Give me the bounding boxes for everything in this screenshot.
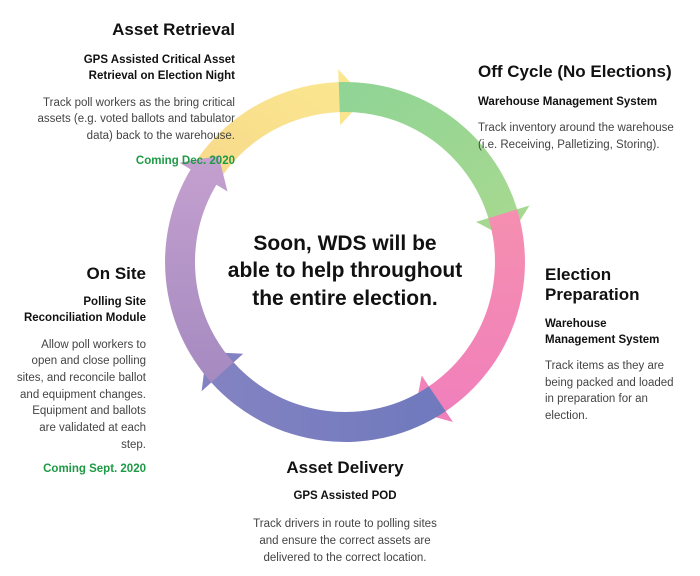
asset-delivery-title: Asset Delivery: [286, 458, 404, 477]
on-site-subtitle-2: Reconciliation Module: [23, 312, 146, 325]
on-site-body-5: Equipment and ballots: [32, 405, 146, 418]
on-site-body-6: are validated at each: [39, 421, 146, 434]
on-site-body-4: and equipment changes.: [20, 388, 146, 401]
center-message: Soon, WDS will be able to help throughou…: [200, 230, 490, 312]
on-site-body-2: open and close polling: [31, 355, 146, 368]
asset-retrieval-coming: Coming Dec. 2020: [135, 154, 235, 167]
on-site-body-3: sites, and reconcile ballot: [16, 371, 146, 384]
election-prep-body-3: in preparation for an: [545, 393, 648, 406]
on-site-arrow: [165, 155, 234, 383]
off-cycle-arrow: [338, 81, 530, 239]
asset-delivery-block: Asset Delivery GPS Assisted POD Track dr…: [200, 458, 490, 567]
on-site-coming: Coming Sept. 2020: [43, 463, 146, 476]
off-cycle-block: Off Cycle (No Elections) Warehouse Manag…: [478, 62, 693, 154]
off-cycle-body-2: (i.e. Receiving, Palletizing, Storing).: [478, 139, 660, 152]
asset-retrieval-subtitle-2: Retrieval on Election Night: [88, 70, 235, 83]
asset-delivery-arrow: [201, 351, 446, 442]
election-prep-body-1: Track items as they are: [545, 359, 665, 372]
asset-retrieval-block: Asset Retrieval GPS Assisted Critical As…: [10, 20, 235, 167]
election-prep-title-2: Preparation: [545, 285, 640, 305]
election-prep-block: Election Preparation Warehouse Managemen…: [545, 265, 695, 425]
center-line-3: the entire election.: [252, 286, 438, 310]
election-prep-subtitle-2: Management System: [545, 333, 660, 346]
on-site-body-1: Allow poll workers to: [41, 338, 146, 351]
asset-retrieval-body-1: Track poll workers as the bring critical: [43, 96, 235, 109]
center-line-1: Soon, WDS will be: [253, 232, 437, 255]
asset-retrieval-body-2: assets (e.g. voted ballots and tabulator: [37, 113, 235, 126]
on-site-title: On Site: [86, 264, 146, 283]
off-cycle-subtitle: Warehouse Management System: [478, 96, 658, 109]
asset-retrieval-body-3: data) back to the warehouse.: [86, 129, 235, 142]
off-cycle-body-1: Track inventory around the warehouse: [478, 122, 674, 135]
off-cycle-title: Off Cycle (No Elections): [478, 62, 672, 81]
center-line-2: able to help throughout: [227, 259, 463, 283]
on-site-subtitle-1: Polling Site: [83, 296, 146, 309]
asset-delivery-body-1: Track drivers in route to polling sites: [253, 518, 437, 531]
asset-retrieval-title: Asset Retrieval: [112, 20, 235, 39]
on-site-block: On Site Polling Site Reconciliation Modu…: [10, 264, 146, 475]
asset-delivery-body-3: delivered to the correct location.: [263, 551, 427, 564]
election-prep-body-2: being packed and loaded: [545, 376, 674, 389]
election-prep-body-4: election.: [545, 409, 588, 422]
asset-delivery-subtitle: GPS Assisted POD: [293, 490, 397, 503]
election-prep-arrow: [414, 209, 525, 422]
election-prep-title-1: Election: [545, 265, 612, 284]
on-site-body-7: step.: [121, 438, 146, 451]
asset-retrieval-subtitle-1: GPS Assisted Critical Asset: [83, 54, 235, 67]
election-prep-subtitle-1: Warehouse: [545, 317, 607, 330]
asset-delivery-body-2: and ensure the correct assets are: [259, 535, 431, 548]
asset-retrieval-arrow: [190, 69, 366, 185]
